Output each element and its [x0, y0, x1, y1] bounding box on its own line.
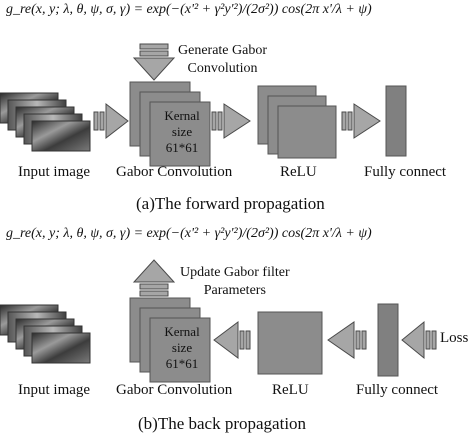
- kernel-line1-b: Kernal: [164, 324, 200, 339]
- label-relu-forward: ReLU: [280, 164, 317, 180]
- kernel-line2: size: [171, 124, 193, 139]
- arrow-loss-to-fc: [401, 320, 437, 360]
- caption-forward: (a)The forward propagation: [136, 194, 325, 213]
- label-gabor-conv-backward: Gabor Convolution: [116, 382, 233, 398]
- generate-arrow-down: [132, 43, 176, 81]
- input-image-stack-forward: [0, 92, 91, 152]
- update-annotation-line2: Parameters: [203, 283, 266, 298]
- label-gabor-conv-forward: Gabor Convolution: [116, 164, 233, 180]
- relu-block-backward: [257, 311, 323, 375]
- label-input-image-backward: Input image: [18, 382, 91, 398]
- label-loss: Loss: [440, 330, 469, 346]
- kernel-line2-b: size: [171, 340, 193, 355]
- generate-annotation-line1: Generate Gabor: [178, 43, 268, 58]
- gabor-conv-stack-backward: [129, 297, 211, 383]
- fc-bar-forward: [385, 85, 407, 157]
- label-fully-connect-backward: Fully connect: [356, 382, 439, 398]
- generate-gabor-annotation: Generate Gabor Convolution: [178, 42, 267, 78]
- kernel-line3-b: 61*61: [165, 356, 199, 371]
- gabor-conv-stack-forward: [129, 81, 211, 167]
- kernel-line1: Kernal: [164, 108, 200, 123]
- kernel-line3: 61*61: [165, 140, 199, 155]
- label-fully-connect-forward: Fully connect: [364, 164, 447, 180]
- relu-stack-forward: [257, 85, 337, 159]
- generate-annotation-line2: Convolution: [187, 61, 258, 76]
- arrow-gabor-to-relu: [211, 103, 251, 139]
- kernel-size-backward: Kernal size 61*61: [158, 324, 206, 372]
- arrow-fc-to-relu: [327, 321, 367, 359]
- arrow-relu-to-gabor: [213, 321, 251, 359]
- gabor-formula-forward: g_re(x, y; λ, θ, ψ, σ, γ) = exp(−(x'² + …: [6, 2, 372, 17]
- gabor-formula-backward: g_re(x, y; λ, θ, ψ, σ, γ) = exp(−(x'² + …: [6, 226, 372, 241]
- update-arrow-up: [132, 259, 176, 297]
- update-annotation-line1: Update Gabor filter: [180, 265, 290, 280]
- arrow-relu-to-fc: [341, 103, 381, 139]
- fc-bar-backward: [377, 303, 399, 377]
- label-input-image-forward: Input image: [18, 164, 91, 180]
- label-relu-backward: ReLU: [272, 382, 309, 398]
- update-gabor-annotation: Update Gabor filter Parameters: [180, 264, 290, 300]
- caption-backward: (b)The back propagation: [138, 414, 307, 433]
- input-image-stack-backward: [0, 304, 91, 364]
- kernel-size-forward: Kernal size 61*61: [158, 108, 206, 156]
- arrow-input-to-gabor: [93, 102, 129, 140]
